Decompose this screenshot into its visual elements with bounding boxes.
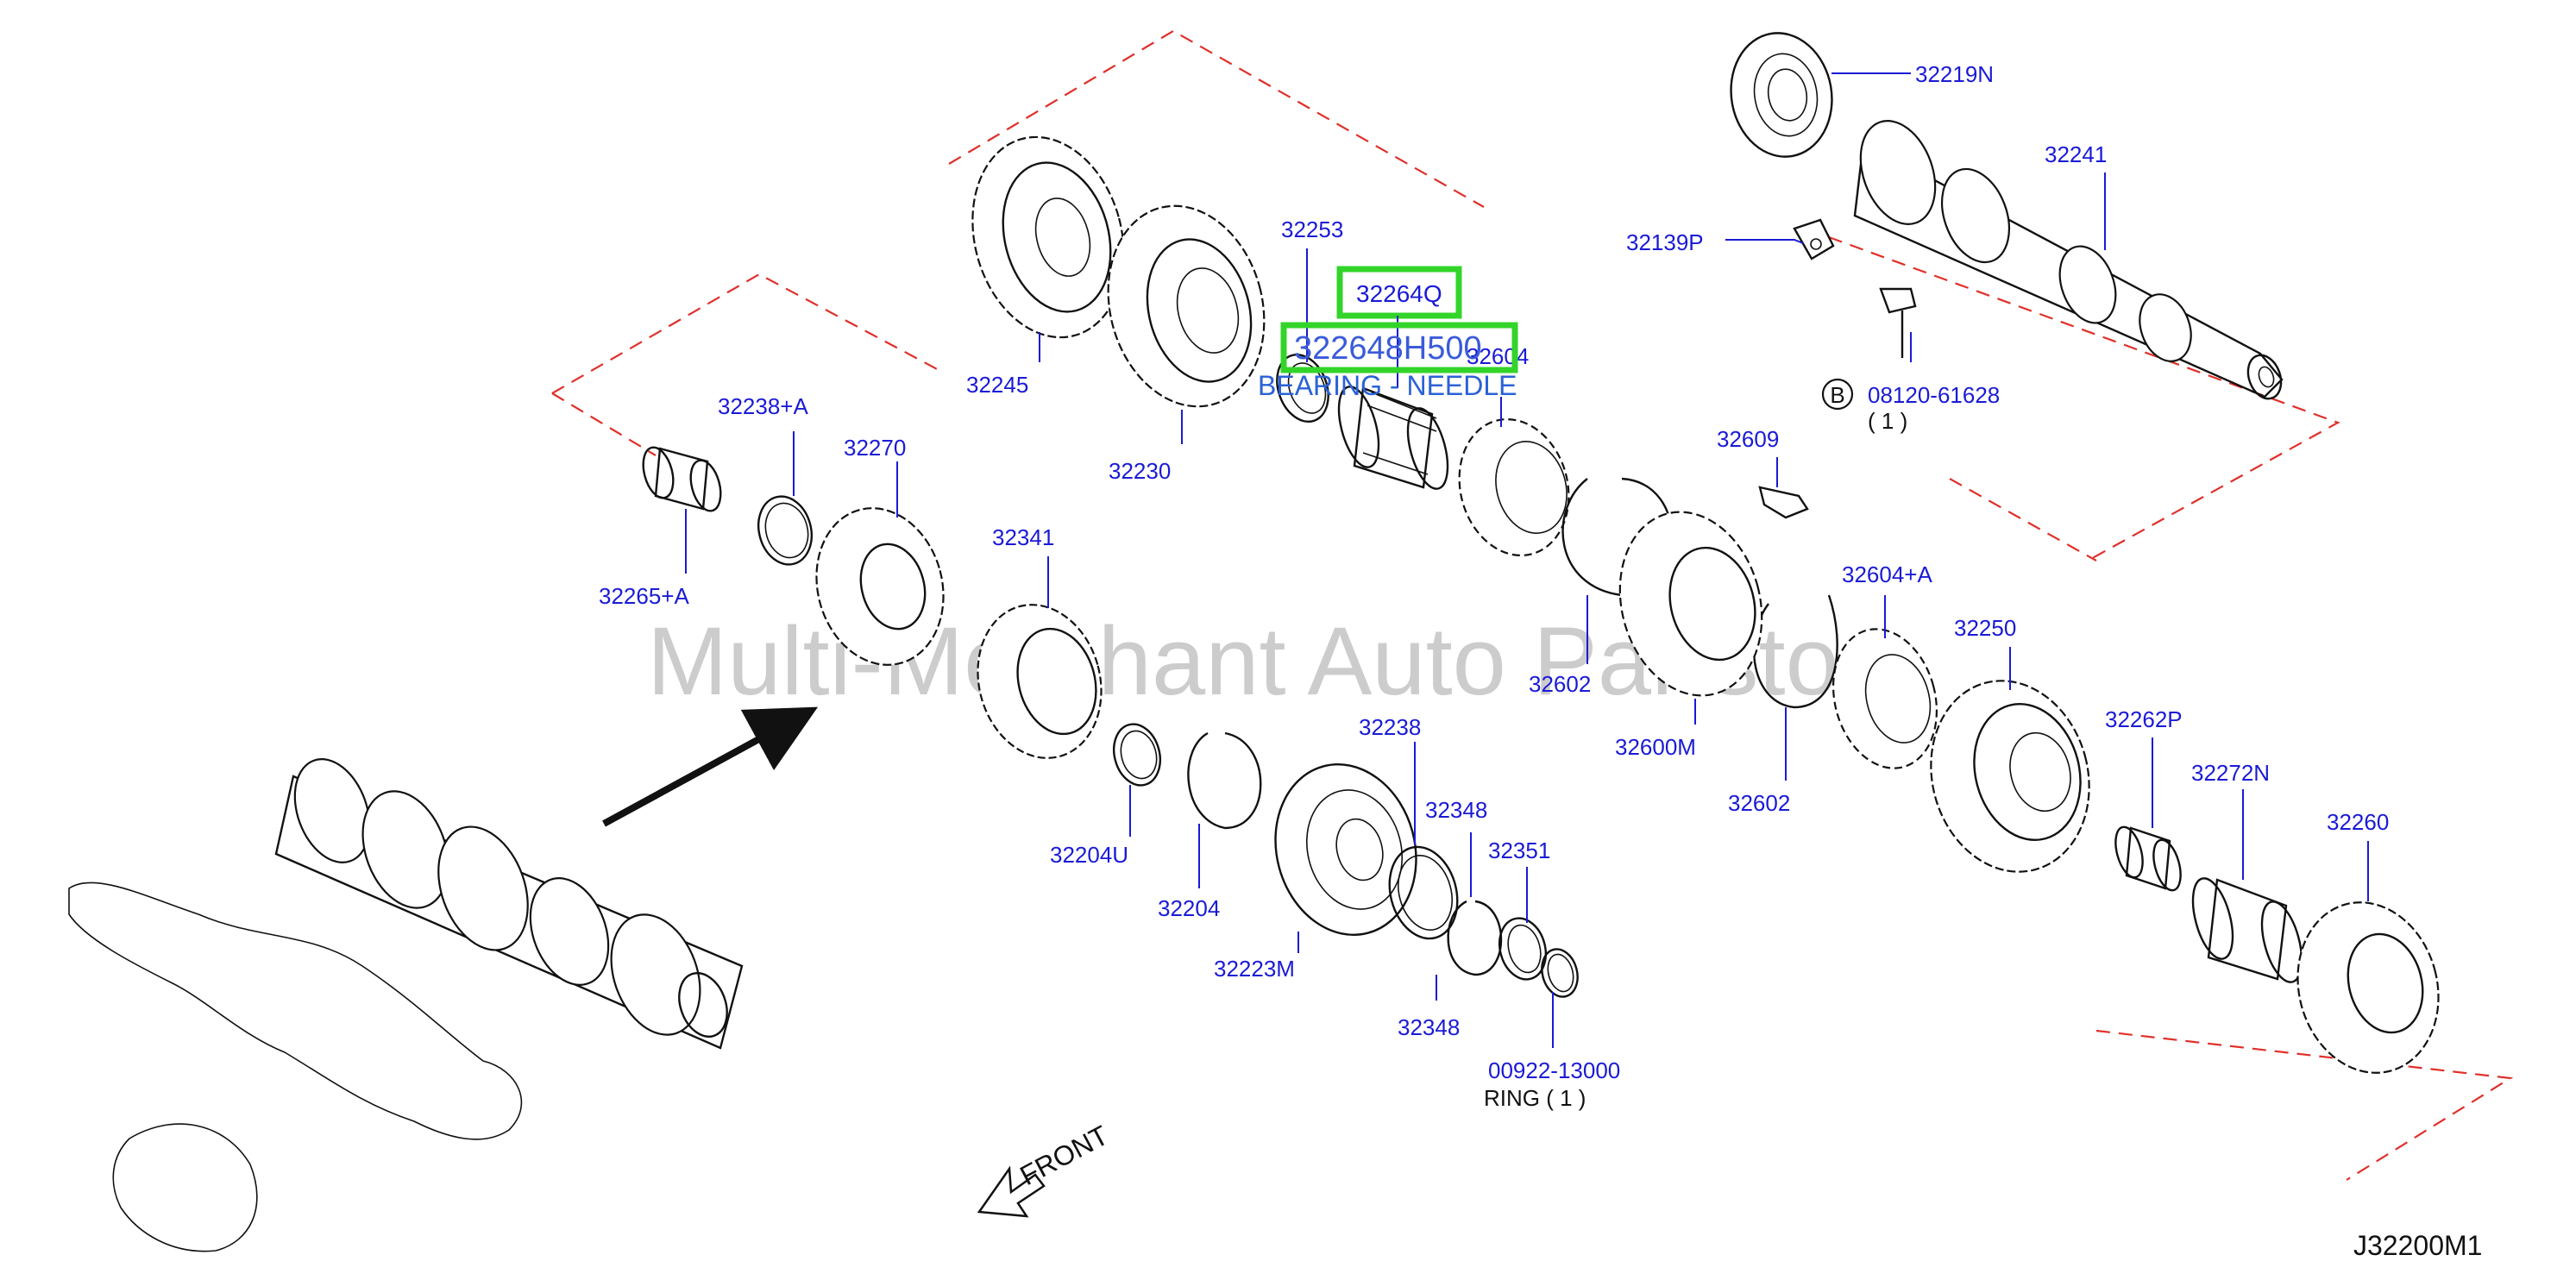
label-32351[interactable]: 32351 [1488,838,1550,863]
insert-32609 [1758,486,1809,519]
label-32204u[interactable]: 32204U [1050,842,1128,868]
label-32238[interactable]: 32238 [1359,714,1421,740]
highlighted-part: 32264Q 322648H500 BEARING - NEEDLE [1258,266,1518,401]
ring-32348 [1447,900,1503,976]
label-32241[interactable]: 32241 [2045,141,2107,167]
front-arrow-icon [977,1165,1046,1218]
bolt-note: B 08120-61628 ( 1 ) [1821,378,2000,434]
synchro-ring-32604 [1458,417,1570,557]
label-32230[interactable]: 32230 [1109,458,1171,484]
outline-bottom-right-group [2095,1029,2514,1181]
group-outlines [551,29,2514,1181]
outline-left-group [551,273,941,456]
bolt-note-qty: ( 1 ) [1868,408,1907,434]
gear-32230 [1107,204,1266,408]
bearing-32219n [1730,32,1833,158]
ring-32351 [1498,917,1547,981]
assembly-arrow [602,706,819,827]
outline-top-group [948,29,1485,208]
gear-32260 [2296,901,2440,1074]
bushing-32262p [2114,825,2182,892]
label-32265a[interactable]: 32265+A [599,583,689,609]
bearing-32223m [1274,763,1417,936]
part-labels: 32219N 32241 32139P 32253 32245 32230 32… [599,61,2389,1111]
bushing-32265a [642,446,722,512]
label-32219n[interactable]: 32219N [1915,61,1994,87]
label-32609[interactable]: 32609 [1717,426,1779,452]
label-32250[interactable]: 32250 [1954,615,2016,641]
highlight-box-32264q [1336,266,1462,319]
coupling-sleeve-32600m [1618,511,1763,697]
highlight-description: BEARING - NEEDLE [1258,370,1517,401]
thrust-washer-32238 [1388,845,1459,940]
front-indicator: FRONT [977,1120,1114,1218]
housing-silhouette [68,882,523,1252]
label-32272n[interactable]: 32272N [2191,760,2270,786]
bolt-08120-61628 [1879,287,1917,358]
gear-32270 [815,507,945,666]
label-32348-upper[interactable]: 32348 [1425,797,1487,823]
label-08120-61628[interactable]: 08120-61628 [1868,382,2000,408]
label-32253[interactable]: 32253 [1281,216,1343,242]
label-32223m[interactable]: 32223M [1214,956,1295,982]
highlight-part-number[interactable]: 32264Q [1356,280,1442,307]
ring-00922-13000 [1541,948,1579,998]
thrust-ring-32238a [757,495,813,566]
needle-bearing-32264q [1337,386,1449,490]
assembled-shaft-overview [274,758,744,1050]
bolt-badge-letter: B [1830,382,1844,408]
label-32604[interactable]: 32604 [1467,343,1529,369]
front-label: FRONT [1015,1120,1113,1192]
label-32341[interactable]: 32341 [992,524,1054,550]
mainshaft-32241 [1853,120,2284,400]
lock-plate-32139p [1793,218,1835,260]
ring-note-desc: RING ( 1 ) [1484,1085,1586,1111]
label-32600m[interactable]: 32600M [1615,734,1696,760]
label-32260[interactable]: 32260 [2327,809,2389,835]
label-32245[interactable]: 32245 [966,372,1028,398]
synchro-32604a [1831,628,1938,769]
label-32348-lower[interactable]: 32348 [1398,1014,1460,1040]
ring-32204u [1113,723,1161,787]
diagram-id: J32200M1 [2353,1230,2482,1261]
highlight-full-part-number[interactable]: 322648H500 [1294,330,1482,367]
bolt-badge-icon [1821,378,1854,411]
snap-ring-32204 [1187,731,1262,830]
label-32262p[interactable]: 32262P [2105,706,2183,732]
label-32602-upper[interactable]: 32602 [1529,671,1591,697]
gear-32341 [977,604,1103,759]
needle-bearing-32272n [2191,877,2303,983]
outline-right-group [1828,235,2340,562]
ring-32253 [1276,354,1329,423]
label-32238a[interactable]: 32238+A [718,393,808,419]
label-32139p[interactable]: 32139P [1626,229,1704,255]
label-32602-lower[interactable]: 32602 [1728,790,1790,816]
gear-32245 [971,135,1125,339]
label-32604a[interactable]: 32604+A [1842,562,1932,587]
gear-32250 [1930,680,2090,873]
label-32270[interactable]: 32270 [844,435,906,461]
highlight-box-322648h500 [1280,322,1518,373]
label-32204[interactable]: 32204 [1158,895,1220,921]
label-00922-13000[interactable]: 00922-13000 [1488,1057,1620,1083]
leader-lines [685,72,2369,1048]
